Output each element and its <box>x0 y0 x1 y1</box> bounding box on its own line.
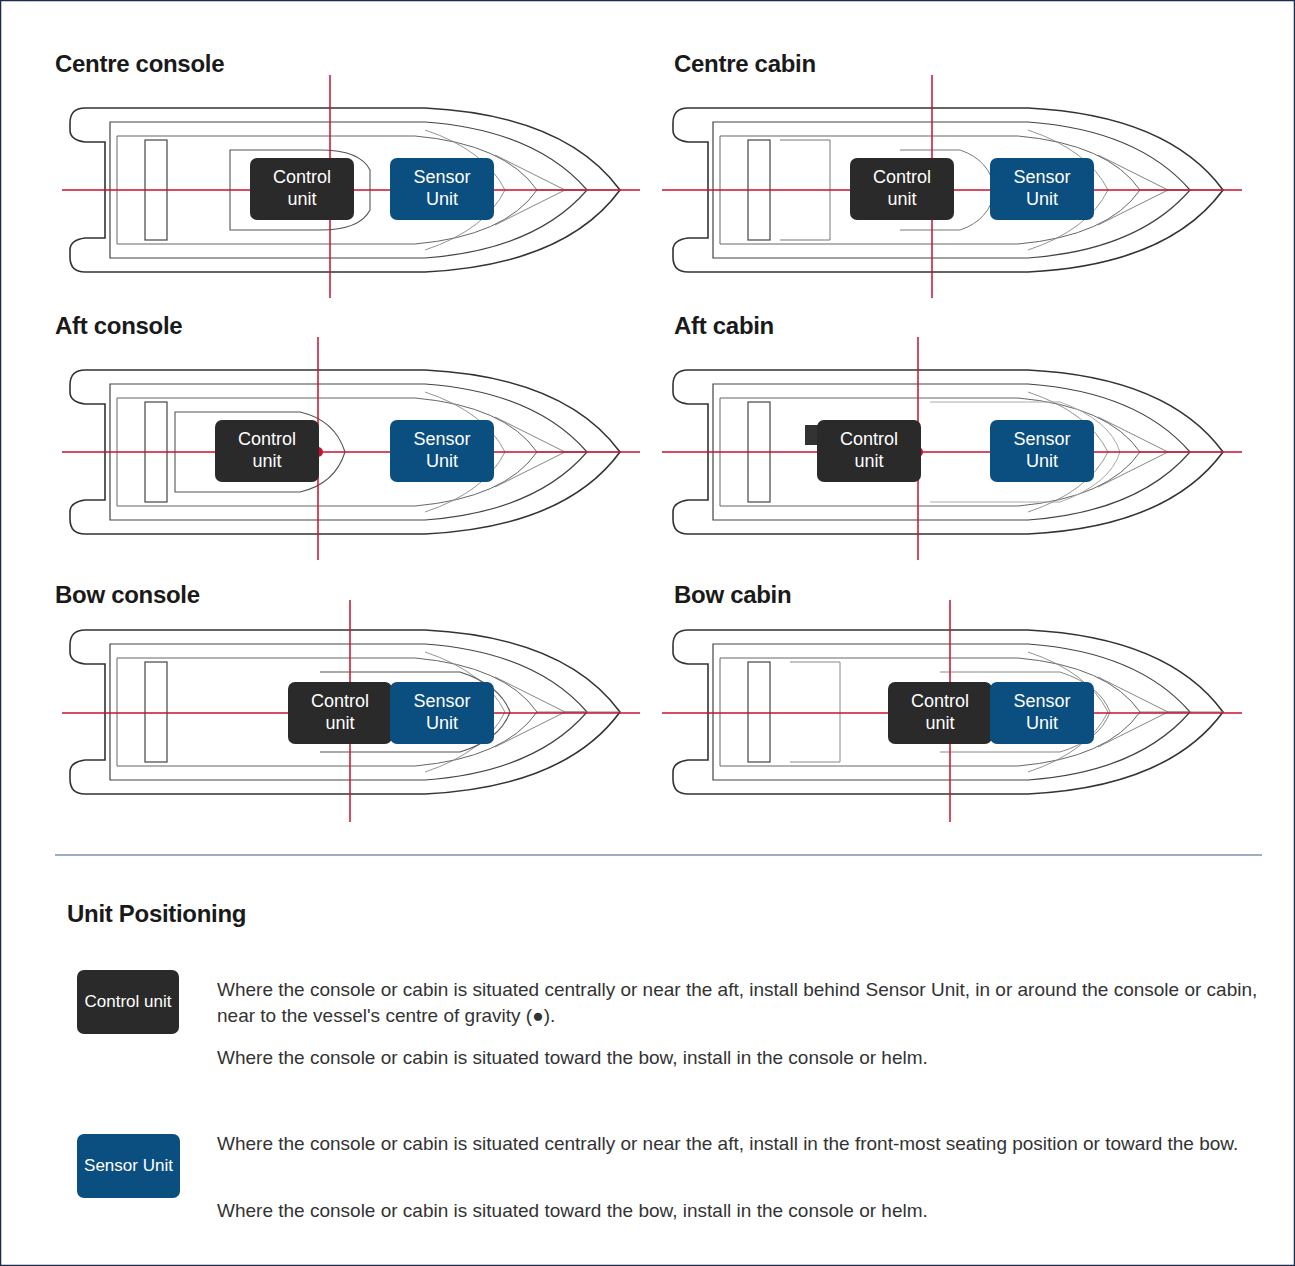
panel-heading: Bow cabin <box>674 581 791 609</box>
instruction-text: Where the console or cabin is situated c… <box>217 1131 1267 1157</box>
unit-label: Control unit <box>256 167 348 211</box>
control-unit-box: Control unit <box>850 158 954 220</box>
instruction-text: Where the console or cabin is situated t… <box>217 1198 1267 1224</box>
boat-aft-cabin <box>662 337 1242 560</box>
boat-bow-cabin <box>662 600 1242 822</box>
control-unit-box: Control unit <box>77 970 179 1034</box>
sensor-unit-box: Sensor Unit <box>390 158 494 220</box>
unit-label: Sensor Unit <box>996 429 1088 473</box>
unit-label: Sensor Unit <box>396 167 488 211</box>
panel-heading: Aft cabin <box>674 312 774 340</box>
control-unit-box: Control unit <box>215 420 319 482</box>
unit-label: Control unit <box>823 429 915 473</box>
section-heading: Unit Positioning <box>67 900 246 928</box>
sensor-unit-box: Sensor Unit <box>990 158 1094 220</box>
unit-label: Sensor Unit <box>996 691 1088 735</box>
panel-heading: Aft console <box>55 312 182 340</box>
unit-label: Sensor Unit <box>84 1156 173 1177</box>
boat-aft-console <box>62 337 640 560</box>
unit-label: Control unit <box>894 691 986 735</box>
unit-label: Sensor Unit <box>396 429 488 473</box>
boat-centre-cabin <box>662 75 1242 298</box>
unit-label: Sensor Unit <box>396 691 488 735</box>
boat-bow-console <box>62 600 640 822</box>
sensor-unit-box: Sensor Unit <box>77 1134 180 1198</box>
separator-line <box>55 854 1262 855</box>
sensor-unit-box: Sensor Unit <box>390 420 494 482</box>
unit-label: Control unit <box>856 167 948 211</box>
unit-label: Sensor Unit <box>996 167 1088 211</box>
unit-label: Control unit <box>85 992 172 1013</box>
control-unit-box: Control unit <box>250 158 354 220</box>
panel-heading: Centre cabin <box>674 50 816 78</box>
control-unit-box: Control unit <box>288 682 392 744</box>
control-unit-box: Control unit <box>888 682 992 744</box>
unit-label: Control unit <box>294 691 386 735</box>
instruction-text: Where the console or cabin is situated t… <box>217 1045 1267 1071</box>
sensor-unit-box: Sensor Unit <box>990 682 1094 744</box>
instruction-text: Where the console or cabin is situated c… <box>217 977 1267 1028</box>
control-unit-box: Control unit <box>817 420 921 482</box>
sensor-unit-box: Sensor Unit <box>990 420 1094 482</box>
boat-centre-console <box>62 75 640 298</box>
panel-heading: Bow console <box>55 581 200 609</box>
sensor-unit-box: Sensor Unit <box>390 682 494 744</box>
panel-heading: Centre console <box>55 50 224 78</box>
unit-label: Control unit <box>221 429 313 473</box>
